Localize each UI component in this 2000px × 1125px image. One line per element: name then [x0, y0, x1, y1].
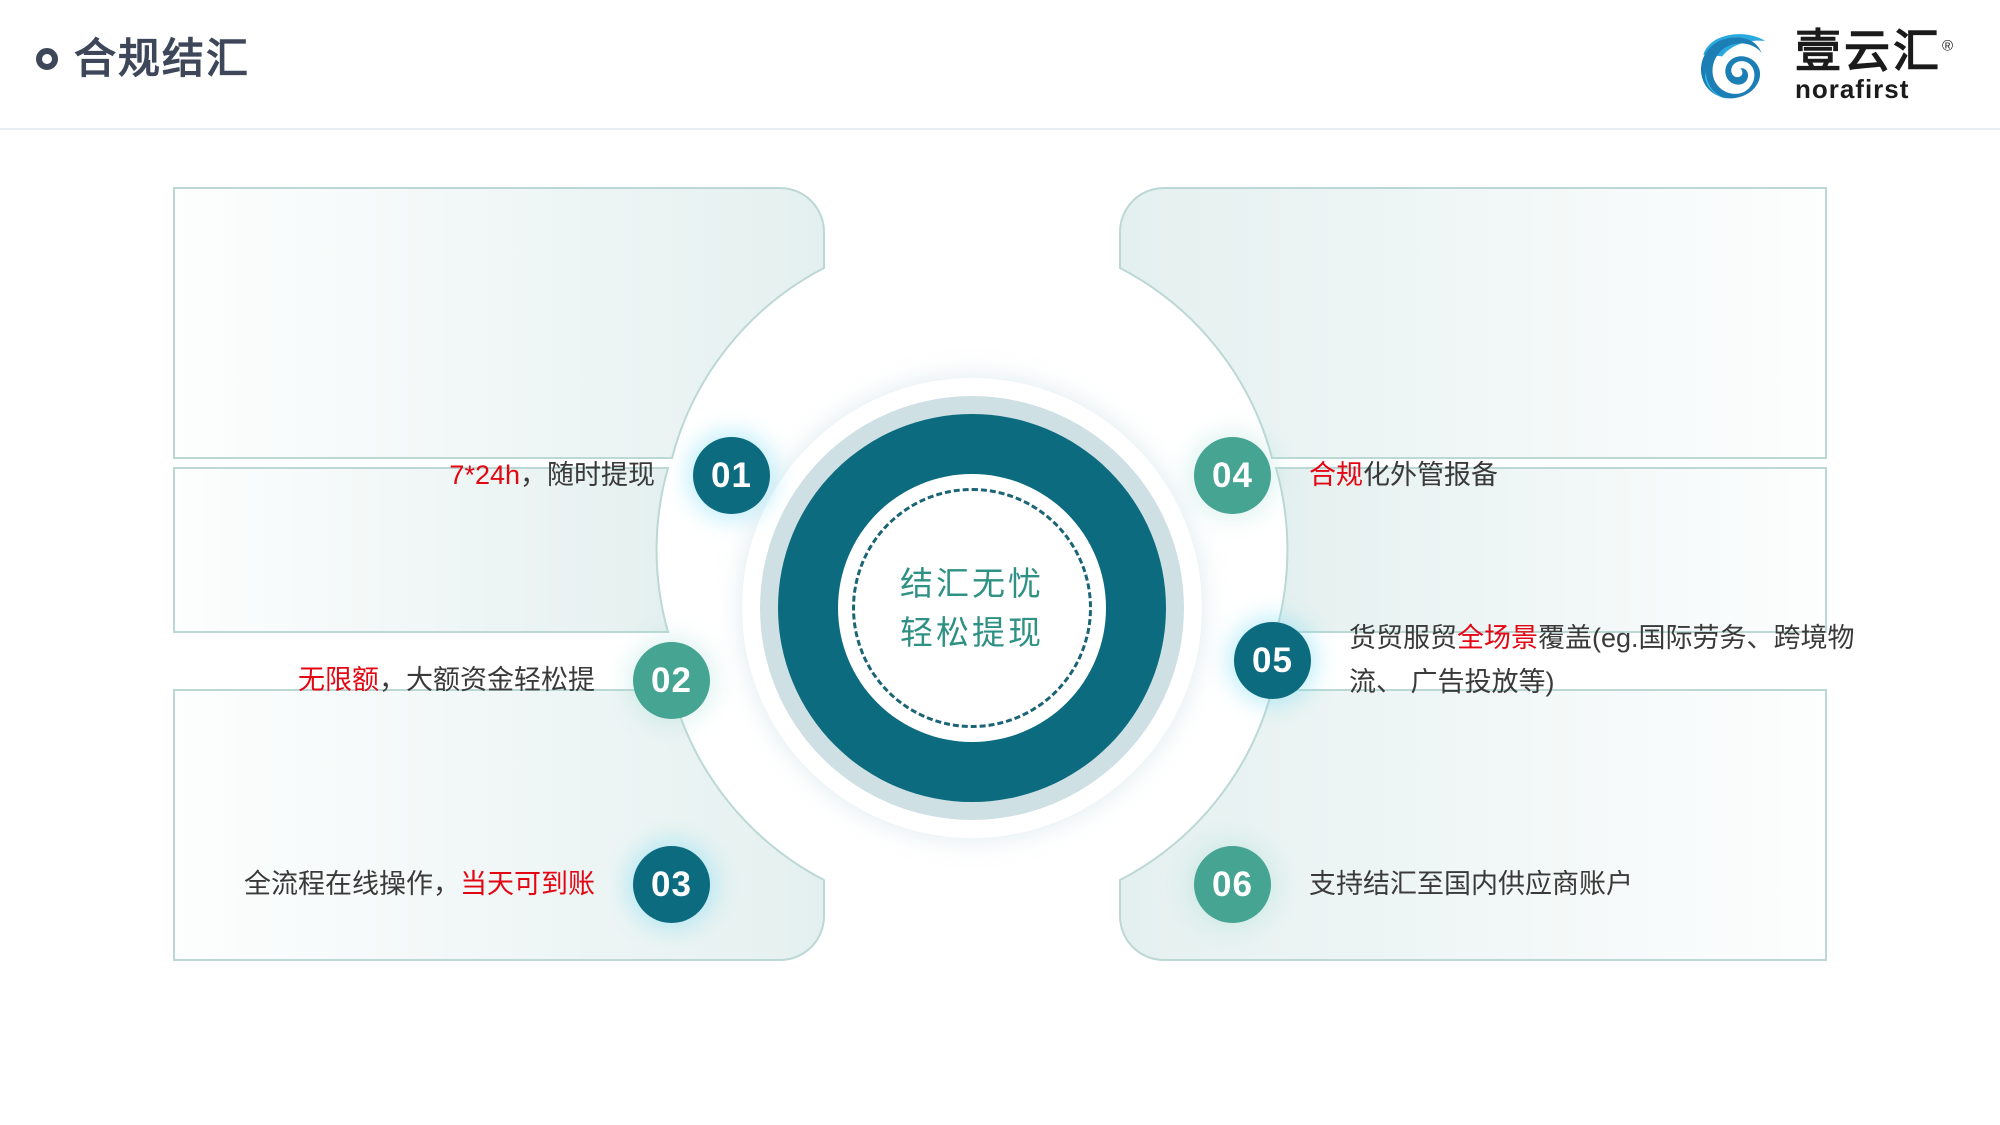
- panel-02: [173, 467, 670, 633]
- feature-badge-06[interactable]: 06: [1194, 846, 1271, 923]
- infographic-stage: 结汇无忧 轻松提现 7*24h，随时提现 01 无限额，大额资金轻松提 02 全…: [0, 130, 2000, 1125]
- feature-text-segment: 7*24h: [449, 459, 520, 490]
- feature-badge-05[interactable]: 05: [1234, 622, 1311, 700]
- feature-text-06: 支持结汇至国内供应商账户: [1309, 863, 1633, 907]
- feature-text-03: 全流程在线操作，当天可到账: [244, 863, 595, 907]
- feature-text-segment: 化外管报备: [1363, 459, 1498, 490]
- feature-text-segment: 货贸服贸: [1349, 623, 1457, 653]
- panel-shapes: [173, 187, 1827, 961]
- feature-text-segment: ，随时提现: [520, 459, 655, 490]
- feature-item-03[interactable]: 全流程在线操作，当天可到账 03: [170, 846, 710, 923]
- feature-text-segment: 合规: [1309, 459, 1363, 490]
- feature-text-segment: 支持结汇至国内供应商账户: [1309, 868, 1633, 899]
- feature-item-06[interactable]: 06 支持结汇至国内供应商账户: [1194, 846, 1754, 923]
- panel-04: [1119, 187, 1827, 459]
- feature-badge-01[interactable]: 01: [693, 437, 770, 514]
- page-title-group: 合规结汇: [36, 38, 250, 80]
- feature-badge-04[interactable]: 04: [1194, 437, 1271, 514]
- feature-badge-02[interactable]: 02: [633, 642, 710, 719]
- feature-item-05[interactable]: 05 货贸服贸全场景覆盖(eg.国际劳务、跨境物流、 广告投放等): [1234, 617, 1874, 704]
- page-header: 合规结汇 壹云汇® norafirst: [0, 0, 2000, 130]
- feature-text-04: 合规化外管报备: [1309, 454, 1498, 498]
- hub-text-line-2: 轻松提现: [900, 614, 1044, 651]
- brand-logo: 壹云汇® norafirst: [1693, 22, 1956, 108]
- brand-name-cn: 壹云汇®: [1794, 25, 1956, 77]
- feature-text-segment: ，大额资金轻松提: [379, 664, 595, 695]
- hub-inner-circle: 结汇无忧 轻松提现: [838, 474, 1106, 742]
- feature-text-segment: 无限额: [298, 664, 379, 695]
- hub-text-line-1: 结汇无忧: [900, 564, 1044, 602]
- page-title: 合规结汇: [74, 35, 251, 82]
- panel-06: [1119, 689, 1827, 961]
- panel-01: [173, 187, 825, 459]
- feature-text-segment: 全流程在线操作，: [244, 868, 460, 899]
- ring-bullet-icon: [36, 48, 58, 70]
- brand-name-en: norafirst: [1794, 74, 1910, 104]
- hub-text: 结汇无忧 轻松提现: [900, 559, 1044, 658]
- feature-text-segment: 覆盖(eg.国际劳务、跨境物流、 广告投放等): [1349, 623, 1855, 697]
- registered-trademark-icon: ®: [1941, 37, 1956, 55]
- feature-item-04[interactable]: 04 合规化外管报备: [1194, 437, 1754, 514]
- brand-logo-text: 壹云汇® norafirst: [1795, 28, 1956, 102]
- feature-text-02: 无限额，大额资金轻松提: [298, 659, 595, 703]
- center-hub: 结汇无忧 轻松提现: [752, 388, 1192, 828]
- feature-text-01: 7*24h，随时提现: [449, 454, 655, 498]
- norafirst-spiral-logo-icon: [1693, 22, 1779, 108]
- feature-text-segment: 全场景: [1457, 623, 1538, 653]
- feature-item-01[interactable]: 7*24h，随时提现 01: [230, 437, 770, 514]
- feature-text-segment: 当天可到账: [460, 868, 595, 899]
- feature-item-02[interactable]: 无限额，大额资金轻松提 02: [130, 642, 710, 719]
- feature-badge-03[interactable]: 03: [633, 846, 710, 923]
- feature-text-05: 货贸服贸全场景覆盖(eg.国际劳务、跨境物流、 广告投放等): [1349, 617, 1874, 704]
